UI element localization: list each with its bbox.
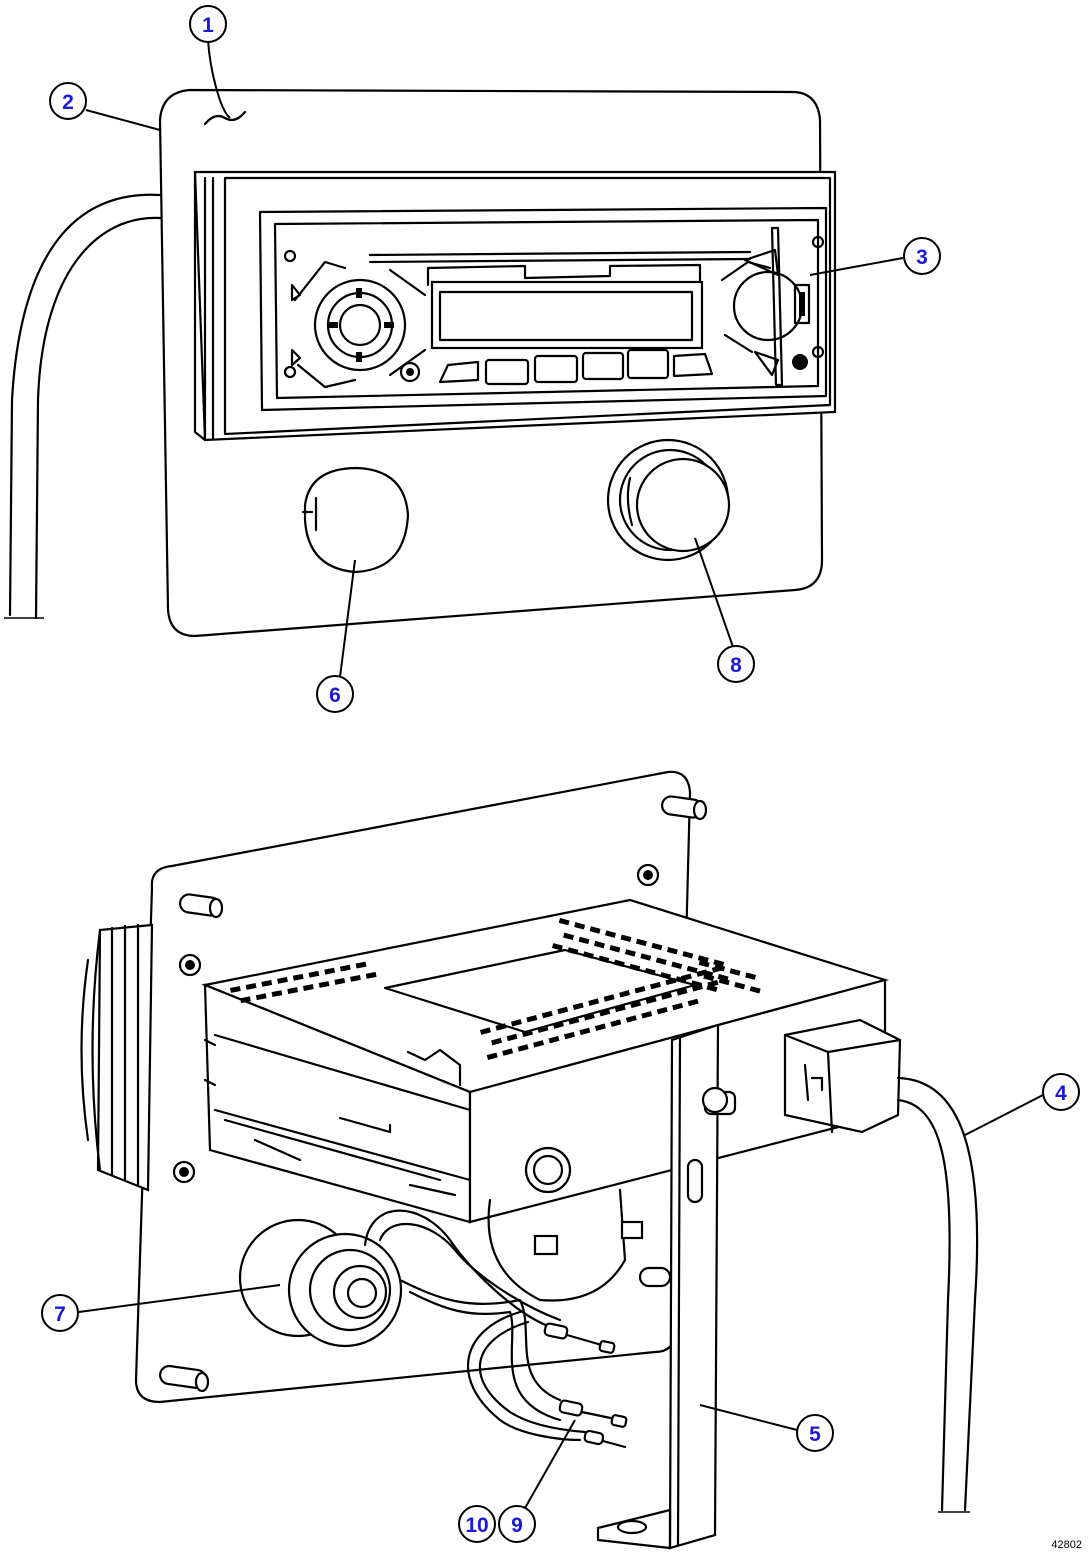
callout-2: 2	[49, 82, 87, 120]
rear-view	[80, 770, 979, 1550]
callout-5: 5	[796, 1414, 834, 1452]
callout-label: 3	[916, 246, 928, 269]
rotary-switch-6	[301, 466, 410, 574]
callout-label: 5	[809, 1423, 821, 1446]
antenna-cable-rear	[896, 1076, 979, 1512]
aux-jack	[792, 354, 808, 370]
wire-harness	[363, 1209, 628, 1449]
usb-port	[793, 283, 811, 325]
callout-9: 9	[498, 1505, 536, 1543]
callout-label: 1	[202, 14, 214, 37]
rotary-knob-8	[606, 438, 731, 562]
figure-number: 42802	[1051, 1539, 1082, 1551]
callout-label: 10	[465, 1514, 488, 1537]
left-rotary-knob-outer	[313, 278, 407, 372]
mounting-bracket	[668, 1023, 720, 1550]
leader-lines	[78, 39, 1044, 1509]
preset-buttons	[438, 348, 714, 386]
callout-4: 4	[1042, 1073, 1080, 1111]
callout-label: 8	[730, 654, 742, 677]
callout-label: 2	[62, 91, 74, 114]
callout-label: 4	[1055, 1082, 1067, 1105]
rotary-switch-7-rear	[238, 1218, 403, 1348]
callout-3: 3	[903, 237, 941, 275]
callout-label: 7	[54, 1303, 66, 1326]
callout-6: 6	[316, 675, 354, 713]
callout-8: 8	[717, 645, 755, 683]
antenna-cable-front	[8, 193, 162, 617]
callout-7: 7	[41, 1294, 79, 1332]
antenna-connector-block	[783, 1018, 902, 1134]
callout-1: 1	[189, 5, 227, 43]
mounting-studs	[159, 795, 708, 1393]
callout-label: 6	[329, 684, 341, 707]
callout-10: 10	[458, 1505, 496, 1543]
front-view	[4, 88, 837, 638]
callout-label: 9	[511, 1514, 523, 1537]
